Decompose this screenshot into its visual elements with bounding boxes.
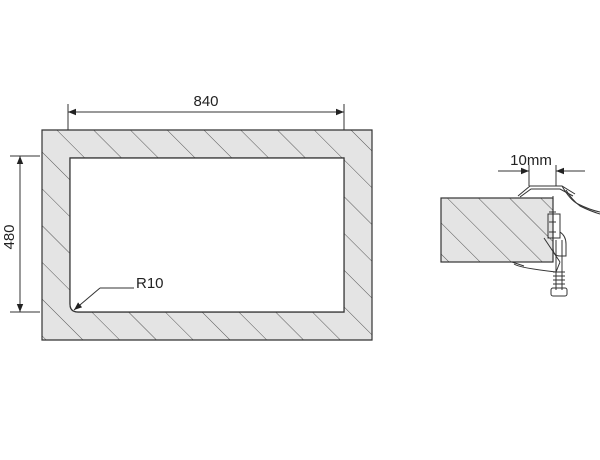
sink-rim [517, 185, 576, 197]
width-label: 840 [193, 93, 218, 110]
height-label: 480 [1, 224, 18, 249]
height-dimension: 480 [1, 155, 40, 313]
clearance-dimension: 10mm [498, 152, 585, 186]
clearance-label: 10mm [510, 152, 552, 169]
radius-label: R10 [136, 275, 164, 292]
mounting-screw [550, 240, 568, 297]
radius-callout: R10 [73, 275, 164, 311]
section-detail: 10mm [440, 152, 600, 297]
width-dimension: 840 [67, 93, 345, 130]
countertop-plan [41, 129, 373, 341]
countertop-section [440, 197, 554, 263]
sink-cutout [69, 157, 345, 313]
